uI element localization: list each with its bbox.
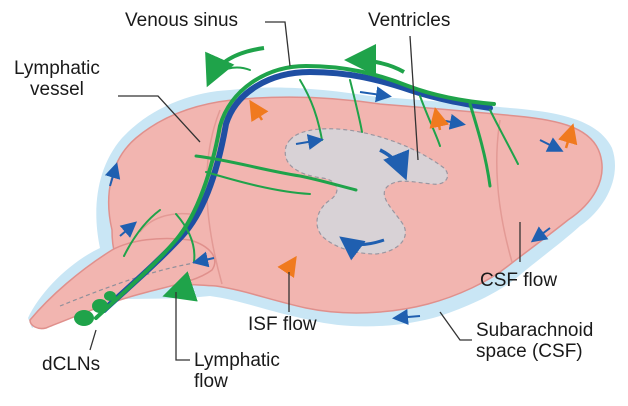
label-isf-flow: ISF flow: [248, 314, 317, 335]
label-csf-flow: CSF flow: [480, 270, 557, 291]
label-ventricles: Ventricles: [368, 10, 450, 31]
label-venous-sinus: Venous sinus: [125, 10, 238, 31]
label-lymphatic-flow-line1: Lymphatic: [194, 350, 280, 371]
label-subarachnoid-line2: space (CSF): [476, 341, 593, 362]
label-lymphatic-vessel-line2: vessel: [14, 79, 100, 100]
label-lymphatic-vessel-line1: Lymphatic: [14, 58, 100, 79]
label-dclns: dCLNs: [42, 354, 100, 375]
label-subarachnoid-line1: Subarachnoid: [476, 320, 593, 341]
label-lymphatic-flow: Lymphatic flow: [194, 350, 280, 393]
label-lymphatic-vessel: Lymphatic vessel: [14, 58, 100, 101]
label-lymphatic-flow-line2: flow: [194, 371, 280, 392]
label-subarachnoid-space: Subarachnoid space (CSF): [476, 320, 593, 363]
